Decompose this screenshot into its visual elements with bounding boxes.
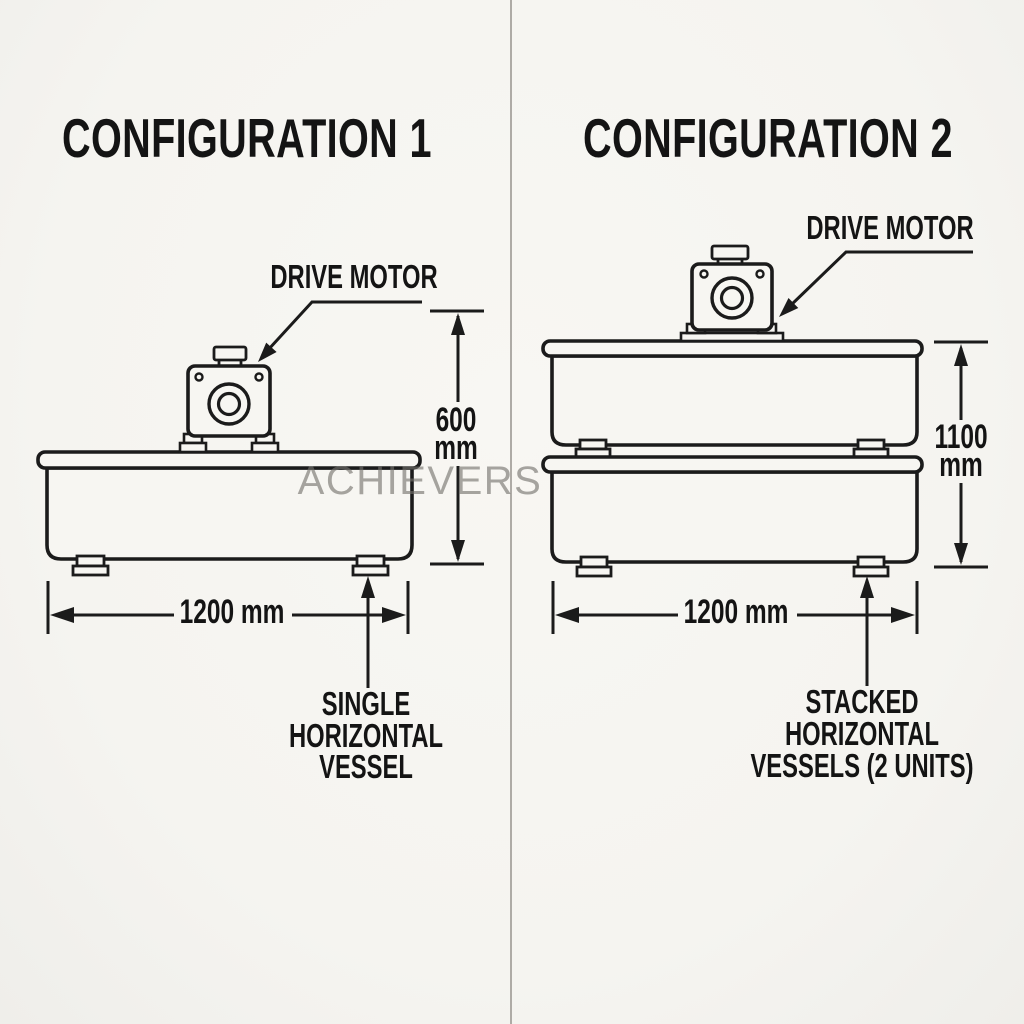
- motor-leader-left: [258, 300, 422, 362]
- motor-foot: [178, 441, 208, 454]
- motor-foot: [250, 441, 280, 454]
- achievers-watermark: ACHIEVERS: [297, 459, 543, 503]
- motor-shaft-inner: [216, 391, 242, 417]
- height-value: 1100: [934, 418, 988, 456]
- upper-vessel-body: [550, 354, 919, 447]
- motor-cap: [710, 244, 750, 261]
- dim-height-left: [430, 309, 484, 566]
- drive-motor: [178, 345, 280, 454]
- vessel-leader-right: [860, 576, 874, 686]
- vessel-2-assembly: [541, 244, 924, 578]
- dim-height-right: [934, 340, 988, 569]
- motor-bolt: [755, 269, 765, 279]
- vessel-body: [45, 466, 414, 561]
- caption-line: STACKED: [805, 683, 919, 720]
- dim-width-right: [551, 581, 919, 634]
- height-value: 600: [435, 401, 477, 439]
- vessel-1-assembly: [36, 345, 422, 577]
- caption-line: SINGLE: [321, 685, 411, 722]
- config2-drive-motor-label: DRIVE MOTOR: [806, 209, 974, 246]
- config2-width-dimension: 1200 mm: [683, 593, 789, 631]
- config2-caption: STACKED HORIZONTAL VESSELS (2 UNITS): [750, 683, 974, 784]
- motor-bolt: [699, 269, 709, 279]
- vessel-feet: [71, 554, 390, 577]
- config1-caption: SINGLE HORIZONTAL VESSEL: [289, 685, 443, 785]
- lower-vessel-lid: [541, 455, 924, 474]
- caption-line: VESSEL: [319, 748, 413, 785]
- caption-line: VESSELS (2 UNITS): [750, 747, 974, 784]
- motor-bolt: [194, 372, 204, 382]
- motor-base-plate: [679, 331, 785, 343]
- lower-vessel-body: [550, 470, 919, 564]
- config1-drive-motor-label: DRIVE MOTOR: [270, 258, 438, 295]
- motor-bolt: [254, 372, 264, 382]
- caption-line: HORIZONTAL: [785, 715, 939, 752]
- vessel-lid: [36, 450, 422, 470]
- config2-title: CONFIGURATION 2: [583, 107, 953, 169]
- motor-cap: [212, 345, 248, 362]
- config2-height-dimension: 1100 mm: [934, 418, 988, 484]
- caption-line: HORIZONTAL: [289, 716, 443, 754]
- config1-title: CONFIGURATION 1: [62, 107, 432, 169]
- height-unit: mm: [939, 446, 983, 484]
- upper-vessel-lid: [541, 339, 924, 358]
- height-unit: mm: [434, 429, 478, 467]
- vessel-leader-left: [361, 576, 375, 688]
- config1-width-dimension: 1200 mm: [179, 593, 285, 631]
- motor-shaft-inner: [719, 285, 745, 311]
- config1-height-dimension: 600 mm: [434, 401, 478, 467]
- motor-leader-right: [779, 250, 973, 317]
- lower-vessel-feet: [575, 555, 890, 578]
- drive-motor-2: [679, 244, 785, 343]
- dim-width-left: [46, 581, 410, 634]
